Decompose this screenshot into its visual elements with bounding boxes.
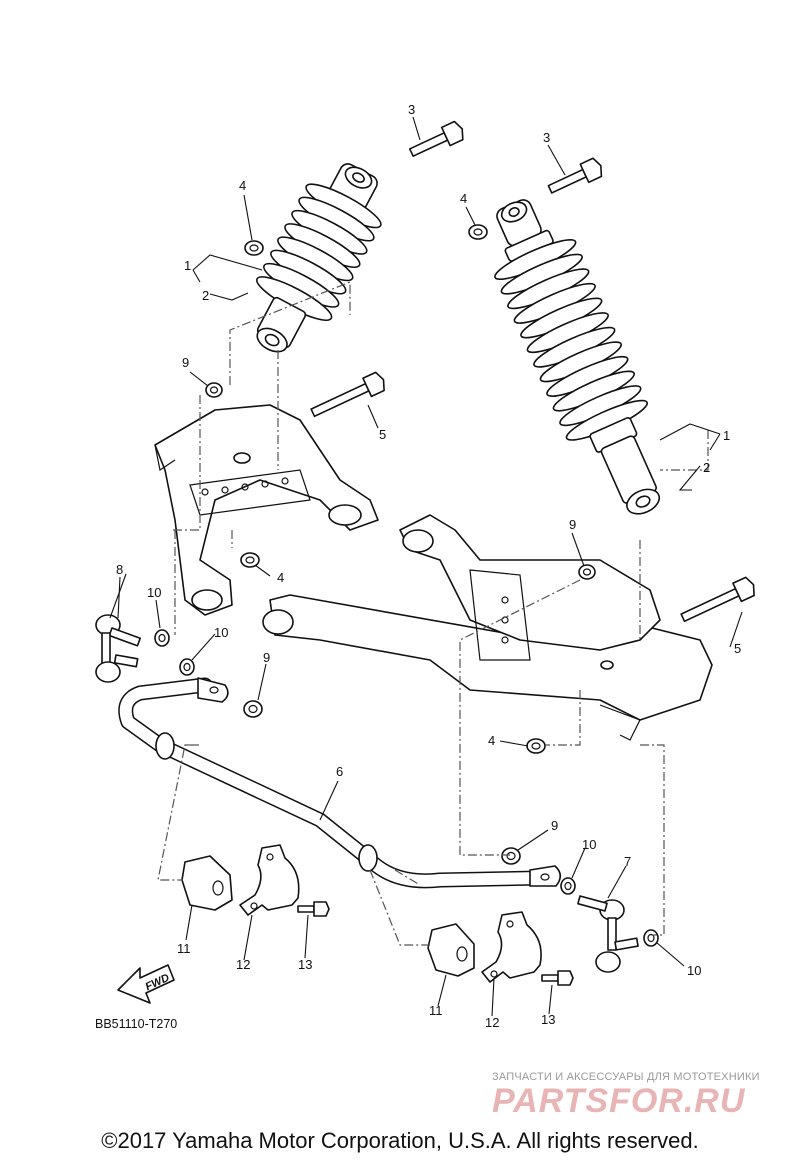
shock-spring-right	[494, 239, 649, 441]
bolt-13-right	[541, 970, 574, 986]
callout-2: 2	[703, 460, 710, 475]
callout-11: 11	[177, 941, 191, 956]
shock-spring-left	[255, 183, 382, 321]
watermark-tagline: ЗАПЧАСТИ И АКСЕССУАРЫ ДЛЯ МОТОТЕХНИКИ	[492, 1071, 760, 1083]
callout-2: 2	[202, 288, 209, 303]
stabilizer-bar	[118, 677, 562, 889]
callout-8: 8	[116, 562, 123, 577]
nut-4-c	[240, 552, 260, 568]
forward-arrow-icon: FWD	[117, 964, 175, 1004]
bolt-5-right	[680, 576, 755, 623]
nut-9-d	[501, 847, 521, 865]
bolt-3-left	[408, 120, 464, 157]
nut-9-c	[243, 700, 263, 718]
callout-labels: 1 1 2 2 3 3 4 4 4 4 5 5 6 7 8 9 9 9 9 10…	[116, 102, 741, 1030]
callout-1: 1	[184, 258, 191, 273]
watermark-brand-logo: PARTSFOR.RU	[492, 1082, 746, 1120]
callout-10: 10	[147, 585, 161, 600]
callout-10: 10	[687, 963, 701, 978]
nut-9-b	[578, 564, 596, 580]
bolt-5-left	[310, 371, 385, 418]
washer-10-b	[179, 658, 195, 676]
shock-absorber-right	[494, 199, 661, 515]
copyright-footer: ©2017 Yamaha Motor Corporation, U.S.A. A…	[101, 1128, 699, 1153]
callout-3: 3	[408, 102, 415, 117]
nut-4-d	[526, 738, 546, 754]
washer-10-c	[560, 877, 576, 895]
nut-4-b	[468, 224, 488, 240]
washer-10-a	[154, 629, 170, 647]
holder-12-left	[239, 844, 300, 916]
callout-5: 5	[379, 427, 386, 442]
leader-lines	[109, 116, 743, 1017]
callout-4: 4	[277, 570, 284, 585]
callout-3: 3	[543, 130, 550, 145]
callout-4: 4	[460, 191, 467, 206]
callout-4: 4	[488, 733, 495, 748]
callout-10: 10	[214, 625, 228, 640]
callout-12: 12	[485, 1015, 499, 1030]
nut-9-a	[205, 382, 223, 398]
bushing-11-left	[181, 855, 233, 911]
callout-6: 6	[336, 764, 343, 779]
parts-diagram: FWD 1 1 2 2	[95, 102, 755, 1031]
nut-4-a	[244, 240, 264, 256]
callout-11: 11	[429, 1003, 443, 1018]
bolt-3-right	[547, 157, 603, 194]
stabilizer-link-left	[95, 614, 141, 683]
callout-7: 7	[624, 854, 631, 869]
callout-13: 13	[541, 1012, 555, 1027]
callout-10: 10	[582, 837, 596, 852]
callout-9: 9	[182, 355, 189, 370]
callout-5: 5	[734, 641, 741, 656]
callout-13: 13	[298, 957, 312, 972]
holder-12-right	[481, 911, 542, 983]
callout-1: 1	[723, 428, 730, 443]
shock-absorber-left	[255, 163, 382, 353]
suspension-arm-right	[262, 514, 713, 741]
callout-9: 9	[263, 650, 270, 665]
diagram-code: BB51110-T270	[95, 1017, 177, 1031]
callout-9: 9	[569, 517, 576, 532]
assembly-frames	[157, 281, 709, 946]
callout-9: 9	[551, 818, 558, 833]
washer-10-d	[643, 929, 659, 947]
bushing-11-right	[427, 923, 475, 977]
suspension-arm-left	[154, 404, 379, 616]
stabilizer-link-right	[577, 895, 639, 973]
callout-4: 4	[239, 178, 246, 193]
bolt-13-left	[297, 901, 330, 917]
callout-12: 12	[236, 957, 250, 972]
